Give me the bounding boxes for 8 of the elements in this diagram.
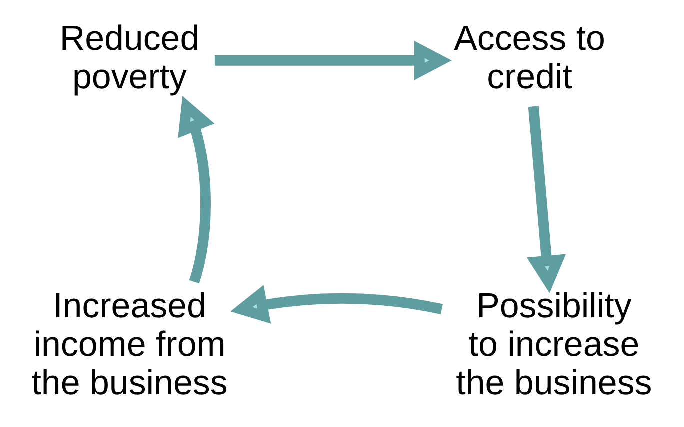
node-text: Increased income from the business [32,286,228,402]
node-text: Reduced poverty [60,19,200,97]
node-text: Possibility to increase the business [456,286,652,402]
arrow [178,96,215,284]
arrow [526,106,566,294]
arrow [214,41,452,80]
arrow [230,285,443,324]
node-text: Access to credit [454,19,606,97]
